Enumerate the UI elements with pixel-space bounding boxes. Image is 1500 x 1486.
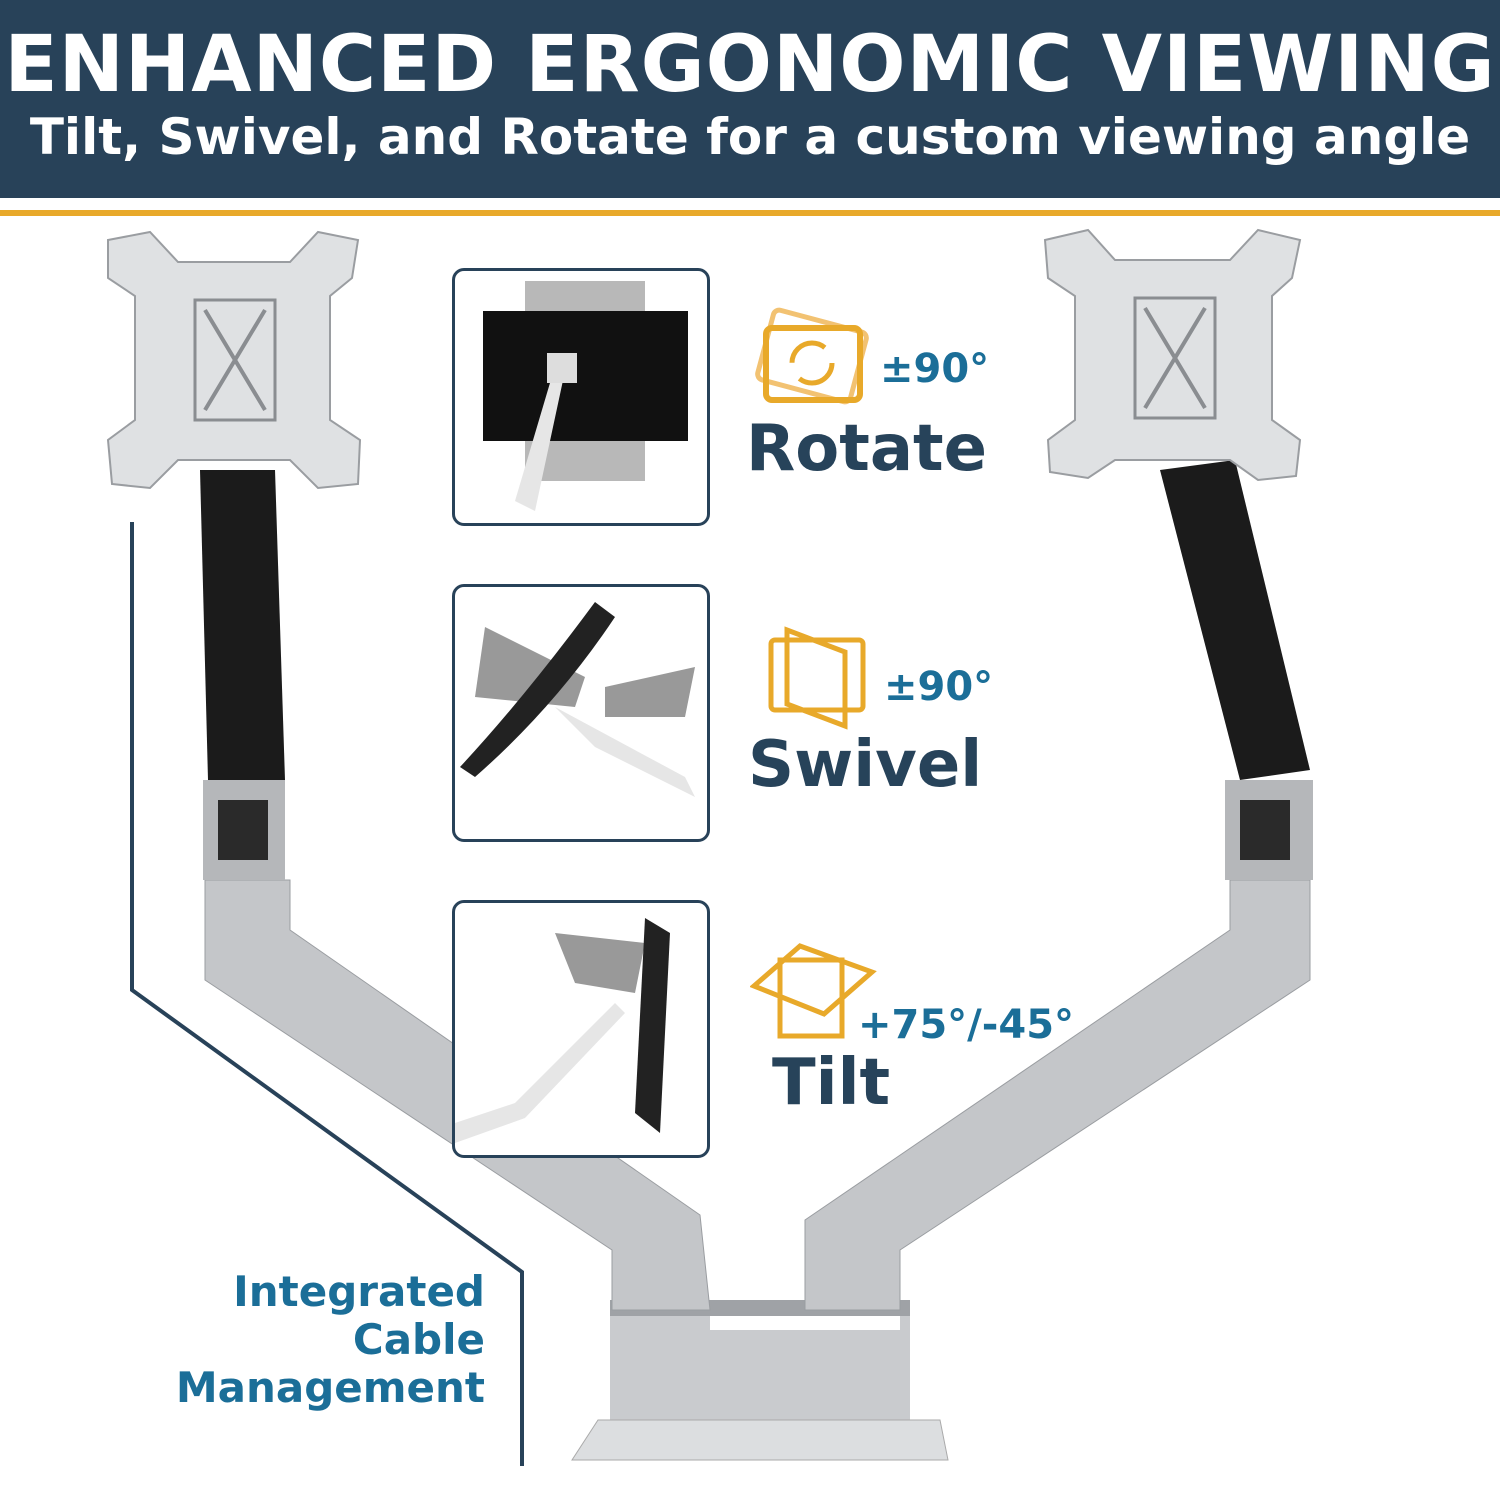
header-banner: ENHANCED ERGONOMIC VIEWING Tilt, Swivel,… xyxy=(0,0,1500,198)
swivel-range: ±90° xyxy=(884,664,994,710)
callout-line-2: Cable xyxy=(352,1315,485,1364)
accent-divider xyxy=(0,210,1500,216)
tilt-icon xyxy=(750,943,877,1039)
left-vesa-plate xyxy=(106,230,362,490)
cable-callout-line xyxy=(130,522,524,1466)
swivel-label: Swivel xyxy=(748,728,983,802)
right-vesa-plate xyxy=(1043,228,1302,482)
callout-line-1: Integrated xyxy=(233,1267,485,1316)
desk-base xyxy=(571,1300,949,1461)
rotate-demo-image xyxy=(452,268,710,526)
callout-line-3: Management xyxy=(175,1363,485,1412)
swivel-demo-image xyxy=(452,584,710,842)
tilt-demo-image xyxy=(452,900,710,1158)
rotate-icon xyxy=(755,307,869,405)
rotate-label: Rotate xyxy=(746,412,988,486)
tilt-range: +75°/-45° xyxy=(858,1002,1075,1048)
tilt-label: Tilt xyxy=(772,1046,891,1120)
swivel-icon xyxy=(768,626,866,730)
page-title: ENHANCED ERGONOMIC VIEWING xyxy=(4,20,1496,110)
right-arm xyxy=(804,460,1313,1311)
cable-management-callout: Integrated Cable Management xyxy=(176,1268,485,1412)
page-subtitle: Tilt, Swivel, and Rotate for a custom vi… xyxy=(29,108,1471,166)
rotate-range: ±90° xyxy=(880,346,990,392)
